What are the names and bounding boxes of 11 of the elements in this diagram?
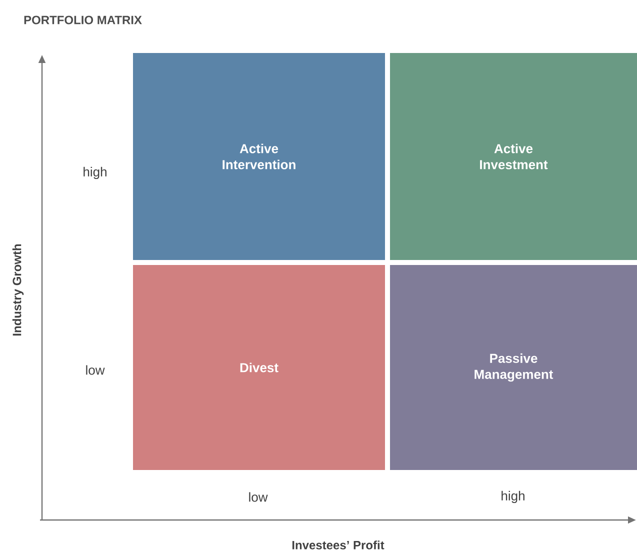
title: PORTFOLIO MATRIX — [24, 16, 142, 24]
axis-value: low — [249, 492, 268, 502]
axis-value: high — [84, 166, 106, 180]
quadrant-box: Active Intervention — [133, 53, 385, 260]
axis-title: Investees’ Profit — [292, 540, 384, 550]
quadrant-box: Divest — [133, 265, 385, 470]
quadrant-box: Passive Management — [390, 265, 637, 470]
axis-value: low — [86, 365, 105, 375]
axis-title: Industry Growth — [12, 244, 24, 336]
quadrant-box: Active Investment — [390, 53, 637, 260]
axis-value: high — [502, 490, 524, 504]
